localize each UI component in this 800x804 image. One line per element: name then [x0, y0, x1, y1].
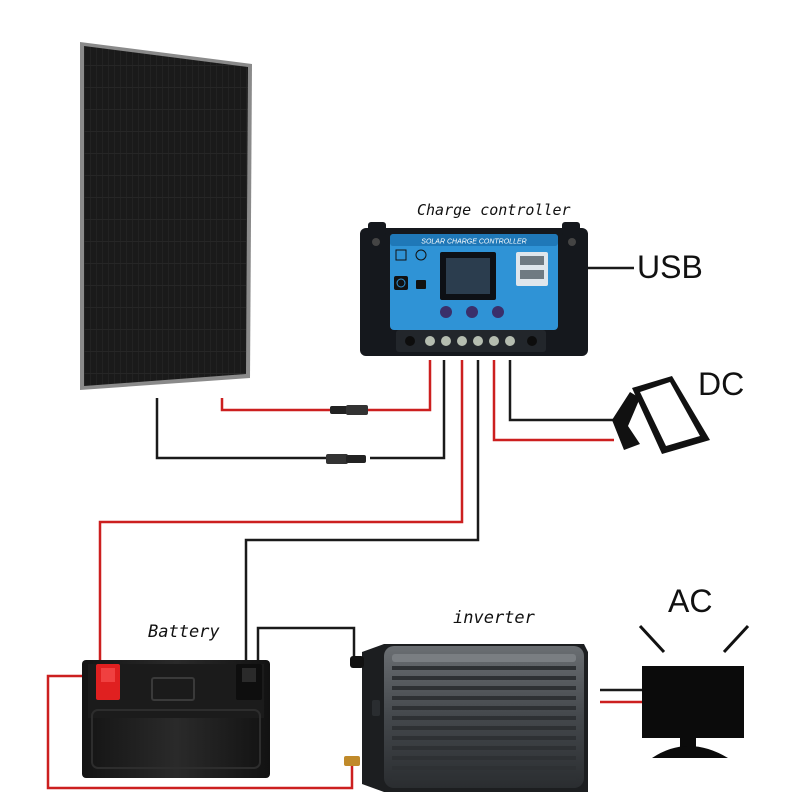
- ac-label: AC: [668, 583, 713, 619]
- charge-controller-label: Charge controller: [417, 201, 571, 219]
- ac-monitor-icon: [642, 666, 744, 758]
- wire-inverter-negative: [256, 626, 356, 664]
- ac-glow-lines: [638, 624, 750, 654]
- usb-label: USB: [637, 249, 703, 285]
- dc-label: DC: [698, 366, 745, 402]
- wire-panel-negative: [155, 360, 446, 460]
- inverter-label: inverter: [453, 608, 535, 628]
- charge-controller-icon: SOLAR CHARGE CONTROLLER: [360, 222, 588, 356]
- timer-icon: [396, 278, 406, 288]
- wire-panel-positive: [220, 360, 432, 412]
- mc4-connector-positive: [330, 405, 368, 415]
- lock-icon: [416, 280, 426, 289]
- mppt-icon: [395, 249, 407, 261]
- wire-inverter-positive: [46, 674, 354, 790]
- wire-dc-positive: [492, 360, 614, 442]
- controller-button-down: [466, 306, 478, 318]
- inverter-icon: [344, 644, 588, 792]
- usb-ports-icon: [516, 252, 548, 286]
- controller-brand-text: SOLAR CHARGE CONTROLLER: [421, 239, 526, 246]
- dc-lamp-icon: [612, 376, 710, 454]
- mc4-connector-negative: [326, 454, 366, 464]
- battery-label: Battery: [148, 622, 220, 642]
- controller-button-menu: [440, 306, 452, 318]
- wire-battery-negative: [244, 360, 480, 664]
- wire-dc-negative: [508, 360, 614, 422]
- wire-battery-positive: [98, 360, 464, 662]
- timer-icon-frame: [394, 276, 408, 290]
- sensor-icon: [415, 249, 427, 261]
- solar-panel-icon: [80, 42, 252, 390]
- controller-button-up: [492, 306, 504, 318]
- battery-icon: [82, 660, 270, 778]
- terminal-strip: [396, 330, 546, 352]
